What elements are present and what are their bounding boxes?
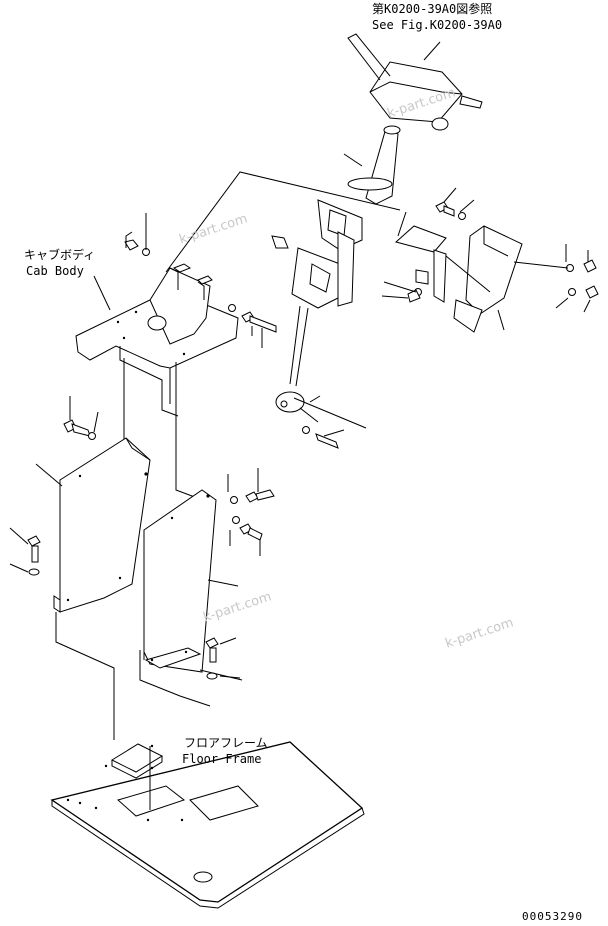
bolt-washer-cab-right: [229, 305, 277, 349]
callout-leaders: [36, 172, 400, 680]
floor-frame-opening: [104, 744, 162, 778]
combination-switch: [348, 34, 482, 130]
bolt-right-cover: [228, 468, 274, 556]
bolt-left-mid: [64, 396, 98, 440]
reference-label-jp: 第K0200-39A0図参照: [372, 2, 493, 16]
reference-label-en: See Fig.K0200-39A0: [372, 18, 503, 32]
bolt-floor-right: [206, 638, 240, 679]
floor-frame-label-en: Floor Frame: [182, 752, 262, 766]
bolt-left-lower: [10, 528, 40, 575]
steering-column: [272, 126, 400, 448]
left-cover-plate: [54, 438, 150, 612]
right-bracket-assembly: [446, 226, 598, 332]
right-cover-plate: [144, 490, 216, 672]
floor-plate: [52, 742, 364, 908]
cab-body-label-en: Cab Body: [26, 264, 84, 278]
bolt-washer-set-left-top: [125, 213, 150, 256]
drawing-number: 00053290: [522, 910, 583, 923]
cab-body-bracket: [76, 264, 238, 416]
bolt-column-top: [436, 188, 474, 220]
floor-frame-label-jp: フロアフレーム: [184, 736, 268, 750]
cab-body-label-jp: キャブボディ: [24, 248, 96, 262]
column-lever-assembly: [382, 212, 446, 302]
